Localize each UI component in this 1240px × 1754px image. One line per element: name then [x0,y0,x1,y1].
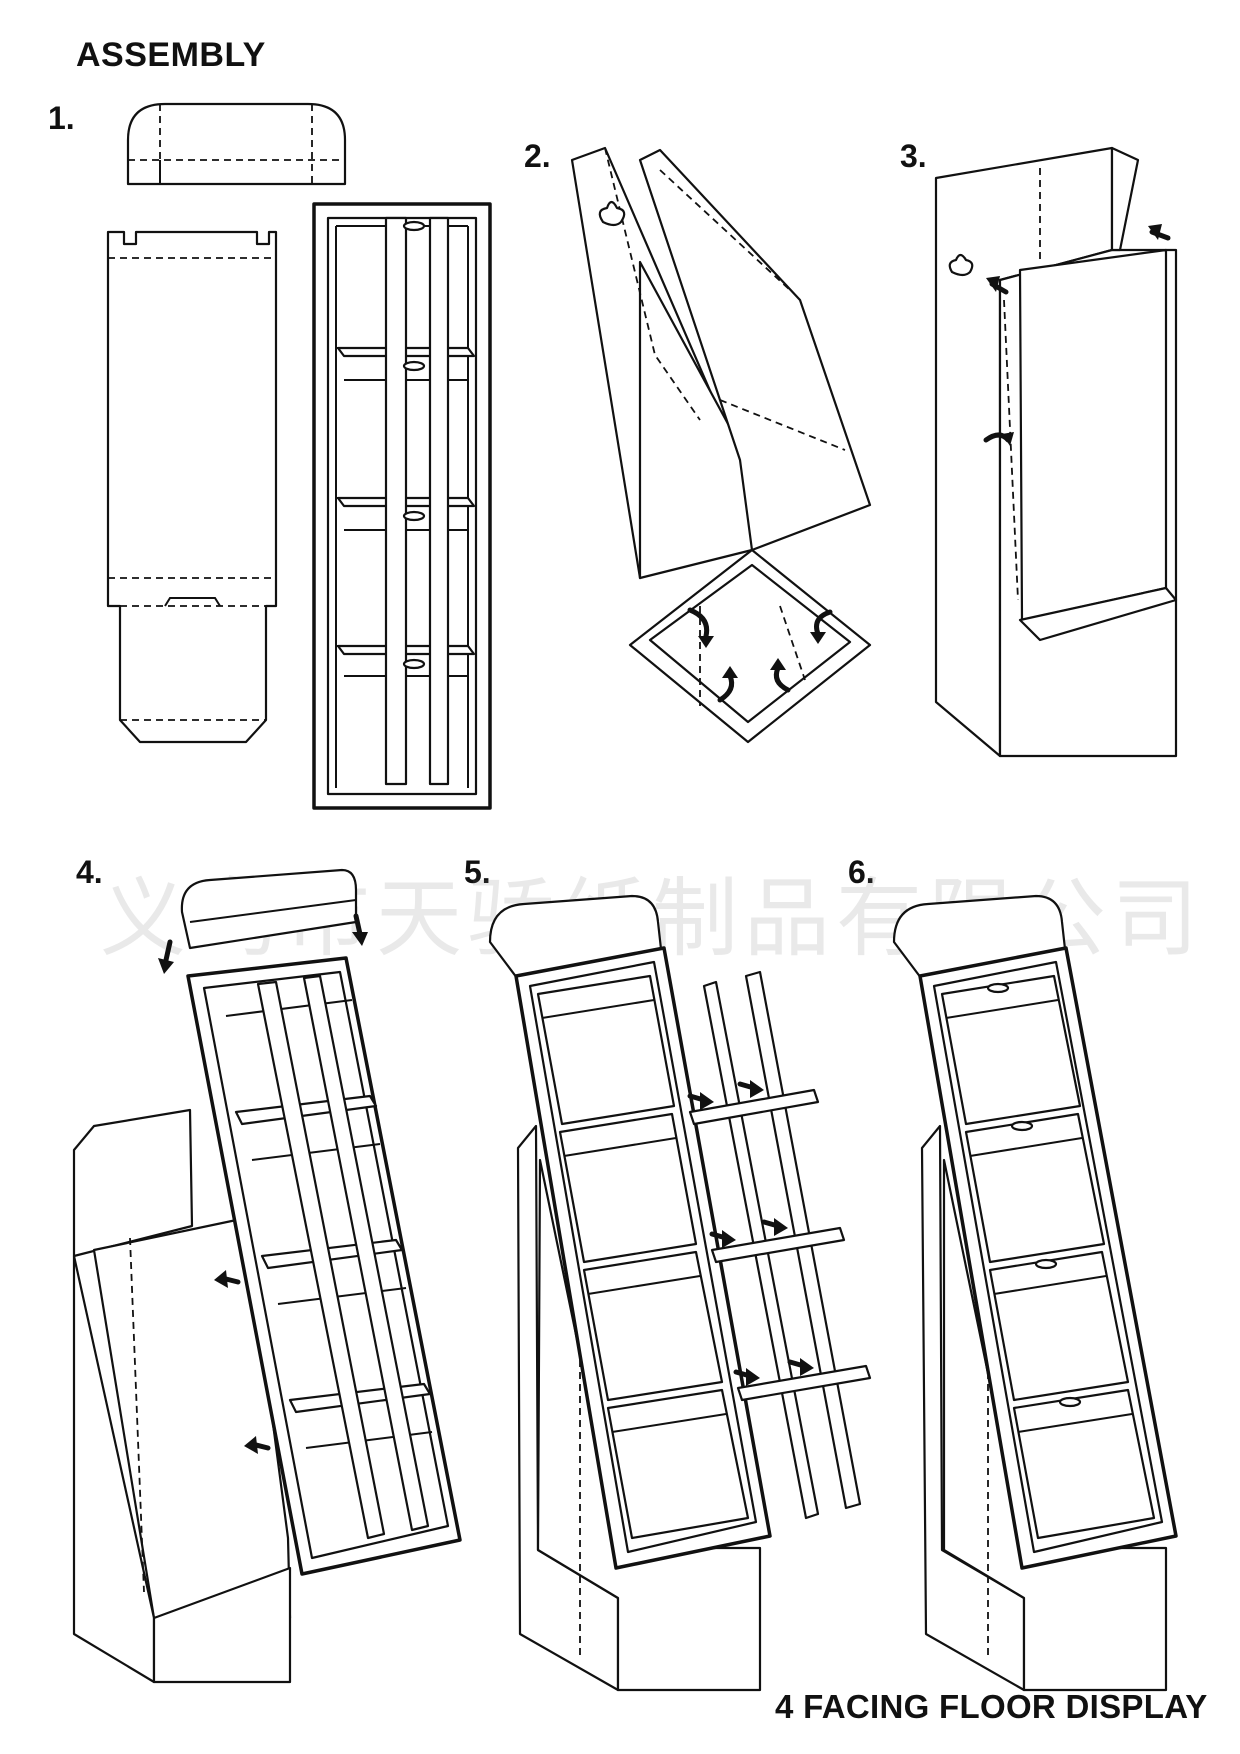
product-box [536,974,750,1540]
insert-arrow-icon [687,1080,814,1386]
step-1-label: 1. [48,100,75,136]
back-panel-flat-piece [106,230,278,744]
tray-insertion-step [72,868,462,1684]
assembly-heading: ASSEMBLY [76,36,266,74]
product-box [940,974,1156,1540]
step-3-label: 3. [900,138,927,174]
step-4-label: 4. [76,854,103,890]
finished-display [892,894,1178,1692]
header-piece [180,868,358,950]
shelf-tray-flat-piece [312,202,492,810]
step-2-label: 2. [524,138,551,174]
header-flat-piece [126,102,347,186]
fold-arrow-icon [687,607,833,703]
display-footer-title: 4 FACING FLOOR DISPLAY [775,1688,1208,1725]
insert-arrow-icon [158,913,368,1454]
divider-strip [688,970,872,1520]
insert-arrow-icon [983,224,1171,446]
step-6-label: 6. [848,854,875,890]
divider-insertion-step [488,894,872,1692]
base-box-assembly-step [934,146,1178,758]
box-folding-step [570,146,872,744]
step-5-label: 5. [464,854,491,890]
